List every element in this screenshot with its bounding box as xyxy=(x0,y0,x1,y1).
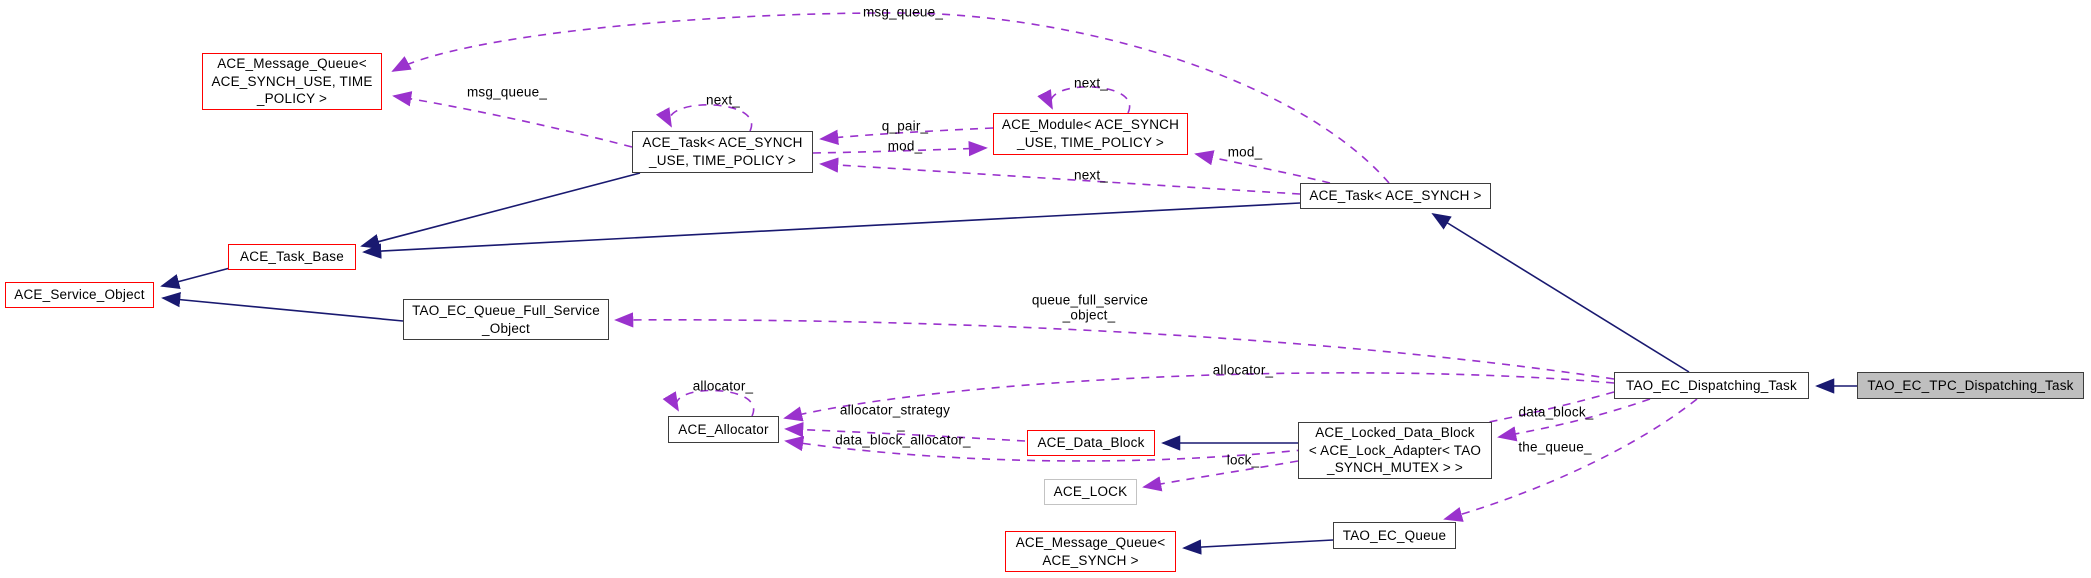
node-label-line: ACE_Module< ACE_SYNCH xyxy=(1001,117,1180,133)
node-label-line: _USE, TIME_POLICY > xyxy=(649,153,796,168)
edge-usage-msg-queue-from-task-tp xyxy=(392,91,633,148)
node-label-line: TAO_EC_Dispatching_Task xyxy=(1626,377,1797,393)
edge-usage-msg-queue-from-task-synch xyxy=(391,12,1390,184)
edge-usage-next-self-module xyxy=(1037,86,1131,114)
node-ace-task-time-policy[interactable]: ACE_Task< ACE_SYNCH _USE, TIME_POLICY > xyxy=(632,131,813,173)
node-ace-message-queue-time-policy[interactable]: ACE_Message_Queue< ACE_SYNCH_USE, TIME _PO… xyxy=(202,53,382,110)
node-ace-lock[interactable]: ACE_LOCK xyxy=(1044,479,1137,505)
edge-label-next-self-task-tp: next_ xyxy=(705,92,741,108)
edge-label-queue-full-service-line2: _object_ xyxy=(1062,307,1116,323)
node-ace-service-object[interactable]: ACE_Service_Object xyxy=(5,282,154,308)
edge-usage-allocator xyxy=(783,372,1615,422)
edge-label-data-block-allocator: data_block_allocator_ xyxy=(835,432,971,448)
node-label-line: _POLICY > xyxy=(256,91,328,107)
node-label-line: ACE_Message_Queue< xyxy=(1015,534,1166,550)
node-label-line: ACE_Locked_Data_Block xyxy=(1315,424,1475,440)
node-label-line: ACE_Task< ACE_SYNCH > xyxy=(1309,188,1482,204)
edge-label-lock: lock_ xyxy=(1226,452,1260,468)
edge-label-queue-full-service-line1: queue_full_service xyxy=(1031,292,1149,308)
edge-usage-the-queue xyxy=(1443,398,1698,522)
edge-usage-data-block-allocator xyxy=(784,391,1615,462)
edge-label-data-block: data_block_ xyxy=(1518,404,1594,420)
edge-inherit-tao-ec-queue-to-msg-queue-synch xyxy=(1182,539,1334,555)
node-label-line: ACE_SYNCH > xyxy=(1042,552,1139,568)
node-label-line: TAO_EC_Queue xyxy=(1342,527,1447,543)
node-label-line: ACE_SYNCH_USE, TIME xyxy=(211,73,373,89)
node-label-line: TAO_EC_Queue_Full_Service xyxy=(412,302,600,318)
edges-group xyxy=(160,12,1857,555)
edge-label-next-right: next_ xyxy=(1073,167,1109,183)
node-label-line: _SYNCH_MUTEX > > xyxy=(1327,460,1463,476)
edge-label-allocator-strategy-line1: allocator_strategy xyxy=(839,402,951,418)
edge-inherit-queue-full-to-service-object xyxy=(161,292,404,322)
node-label-line: ACE_Allocator xyxy=(678,421,769,437)
node-ace-locked-data-block[interactable]: ACE_Locked_Data_Block < ACE_Lock_Adapter<… xyxy=(1298,422,1492,479)
node-label-line: ACE_LOCK xyxy=(1053,484,1128,500)
edge-inherit-task-tp-to-task-base xyxy=(360,172,641,250)
node-ace-message-queue-ace-synch[interactable]: ACE_Message_Queue< ACE_SYNCH > xyxy=(1005,531,1176,572)
node-label-line: _USE, TIME_POLICY > xyxy=(1017,135,1164,150)
node-ace-task-base[interactable]: ACE_Task_Base xyxy=(228,244,356,270)
node-tao-ec-queue-full-service-object[interactable]: TAO_EC_Queue_Full_Service _Object xyxy=(403,299,609,340)
edge-label-allocator-self: allocator_ xyxy=(692,378,754,394)
edge-usage-next-self-task-tp xyxy=(655,104,753,132)
edge-usage-lock xyxy=(1142,460,1299,492)
edge-label-allocator-strategy-line2: _ xyxy=(897,416,905,432)
edge-label-msg-queue-top: msg_queue_ xyxy=(862,4,944,20)
node-label-line: TAO_EC_TPC_Dispatching_Task xyxy=(1867,377,2074,393)
edge-usage-allocator-strategy xyxy=(784,422,1026,442)
node-ace-module[interactable]: ACE_Module< ACE_SYNCH _USE, TIME_POLICY > xyxy=(993,113,1188,155)
node-ace-allocator[interactable]: ACE_Allocator xyxy=(668,416,779,443)
node-tao-ec-tpc-dispatching-task[interactable]: TAO_EC_TPC_Dispatching_Task xyxy=(1857,372,2084,399)
edge-label-next-self-module: next_ xyxy=(1073,75,1109,91)
edge-label-the-queue: the_queue_ xyxy=(1518,439,1592,455)
node-tao-ec-queue[interactable]: TAO_EC_Queue xyxy=(1333,522,1456,549)
edge-usage-mod-from-task-tp xyxy=(812,140,988,157)
edge-label-msg-queue-left: msg_queue_ xyxy=(466,84,548,100)
node-label-line: ACE_Data_Block xyxy=(1037,435,1145,451)
edge-label-allocator: allocator_ xyxy=(1212,362,1274,378)
node-label-line: _Object xyxy=(482,320,530,336)
node-label-line: < ACE_Lock_Adapter< TAO xyxy=(1308,442,1482,458)
edge-label-mod-right: mod_ xyxy=(1227,144,1263,160)
edge-usage-q-pair xyxy=(819,127,994,145)
edge-inherit-task-base-to-service-object xyxy=(160,267,231,290)
node-tao-ec-dispatching-task[interactable]: TAO_EC_Dispatching_Task xyxy=(1614,372,1809,399)
node-label-line: ACE_Service_Object xyxy=(14,287,145,303)
edge-label-q-pair: q_pair_ xyxy=(881,118,929,134)
node-label-line: ACE_Message_Queue< xyxy=(217,55,367,71)
edge-usage-mod-from-task-synch xyxy=(1194,150,1331,184)
edge-usage-next-task-synch-to-task-tp xyxy=(819,157,1301,195)
edge-usage-data-block xyxy=(1497,398,1651,442)
edge-inherit-dispatching-task-to-task-synch xyxy=(1431,212,1690,373)
edge-inherit-task-synch-to-task-base xyxy=(362,202,1301,259)
edge-usage-queue-full-service-object xyxy=(614,312,1615,380)
edge-usage-allocator-self xyxy=(662,389,755,417)
node-ace-data-block[interactable]: ACE_Data_Block xyxy=(1027,430,1155,456)
edge-label-mod-left: mod_ xyxy=(887,138,923,154)
node-label-line: ACE_Task< ACE_SYNCH xyxy=(642,135,803,151)
node-ace-task-ace-synch[interactable]: ACE_Task< ACE_SYNCH > xyxy=(1300,183,1491,209)
node-label-line: ACE_Task_Base xyxy=(240,249,344,265)
